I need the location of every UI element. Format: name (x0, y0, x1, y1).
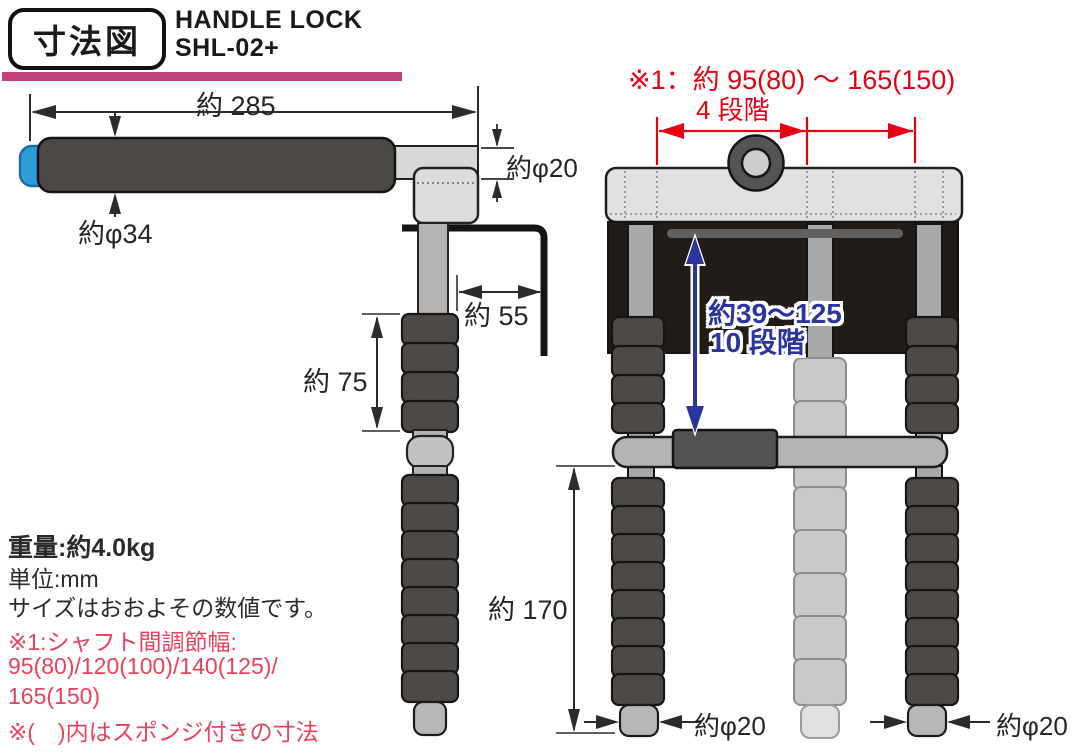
upper-grip (400, 312, 460, 434)
lock-body-panel (607, 221, 959, 354)
right-front-view (556, 117, 990, 739)
dim-red-lines (655, 117, 917, 165)
shaft-tip (412, 700, 448, 737)
knuckle-joint (405, 429, 455, 478)
weight-text: 重量:約4.0kg (8, 534, 156, 562)
dim-75-lines (362, 313, 400, 432)
dim-phi20-top-lines (481, 124, 514, 202)
dim-170-label: 約 170 (488, 595, 568, 625)
dim-285-label: 約 285 (196, 91, 276, 121)
dim-55-label: 約 55 (464, 301, 529, 331)
dim-phi34-lines (109, 113, 121, 217)
left-column (610, 315, 666, 738)
vertical-shaft (417, 222, 449, 320)
top-rail-seams (610, 171, 956, 219)
product-title-line1: HANDLE LOCK (175, 6, 363, 34)
dim-phi20-bottom-right (870, 715, 990, 729)
unit-text: 単位:mm (8, 566, 99, 592)
red-note-line1: ※1：約 95(80) ～ 165(150) (628, 65, 956, 95)
handle-bar (36, 136, 397, 194)
ghost-center-column (793, 357, 847, 739)
dim-55-lines (456, 275, 541, 311)
crossbar (611, 435, 949, 469)
clamp-block (671, 428, 779, 470)
right-column (904, 315, 960, 738)
range-arrow-blue (684, 233, 706, 437)
hanging-ring (727, 134, 785, 192)
dim-75-label: 約 75 (303, 367, 368, 397)
adjustment-slot (667, 229, 903, 238)
footnote1-title: ※1:シャフト間調節幅: (8, 629, 237, 655)
blue-range-line2: 10 段階 (710, 327, 805, 358)
left-side-view (18, 86, 548, 737)
dim-phi20-top-label: 約φ20 (506, 153, 578, 183)
size-note-text: サイズはおおよその数値です。 (8, 595, 328, 621)
product-title-line2: SHL-02+ (175, 34, 280, 62)
dimension-figure-badge: 寸法図 (8, 8, 166, 70)
footnote2: ※( )内はスポンジ付きの寸法 (8, 719, 319, 745)
top-rail (604, 166, 964, 224)
magenta-divider (2, 72, 402, 81)
dim-phi20-bl-label: 約φ20 (694, 711, 766, 741)
dim-phi34-label: 約φ34 (78, 219, 153, 249)
dim-phi20-bottom-left (584, 715, 700, 729)
lower-grip (400, 473, 460, 704)
dim-170-lines (556, 465, 615, 734)
footnote1-values2: 165(150) (8, 683, 101, 709)
clamp-knob (412, 166, 480, 225)
red-note-line2: 4 段階 (696, 95, 770, 125)
blue-range-line1: 約39～125 (708, 298, 842, 329)
dim-phi20-br-label: 約φ20 (996, 711, 1068, 741)
footnote1-values1: 95(80)/120(100)/140(125)/ (8, 653, 278, 679)
mount-bracket (402, 224, 548, 356)
